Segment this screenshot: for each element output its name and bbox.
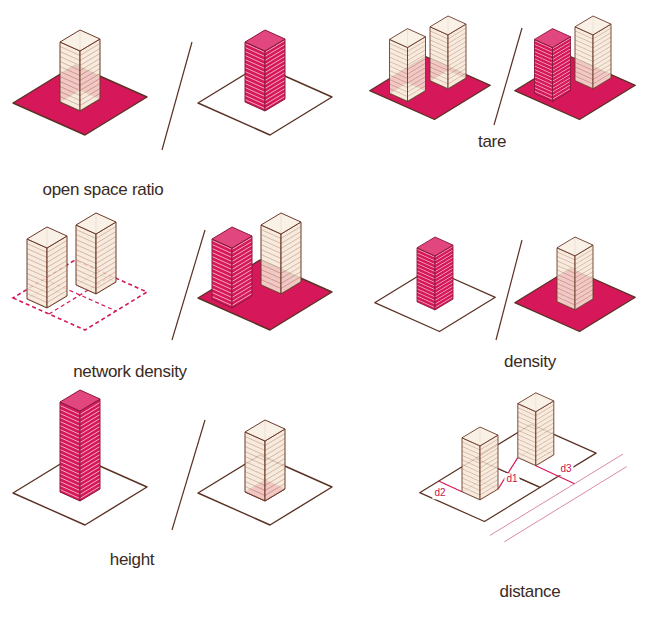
tare-scene xyxy=(370,16,491,120)
tower-group xyxy=(212,227,252,308)
divider-slash xyxy=(496,240,522,340)
tower xyxy=(245,420,285,501)
open-space-scene xyxy=(13,30,147,135)
network-scene xyxy=(198,213,332,330)
dimension-label: d3 xyxy=(558,463,573,475)
tower xyxy=(261,213,301,294)
tower xyxy=(417,237,453,310)
density-scene xyxy=(515,237,636,332)
tower xyxy=(462,427,498,500)
tower xyxy=(76,213,116,294)
dimension-label: d1 xyxy=(504,473,519,485)
tower xyxy=(60,30,100,111)
tower xyxy=(518,393,554,466)
open-space-scene xyxy=(198,30,332,135)
divider-slash xyxy=(172,420,205,530)
tower-group xyxy=(390,29,426,102)
height-scene xyxy=(13,390,147,525)
density-scene xyxy=(375,237,496,332)
tower xyxy=(390,29,426,102)
concept-caption: network density xyxy=(73,362,187,382)
divider-slash xyxy=(494,28,522,125)
tower-group xyxy=(27,227,67,308)
divider-slash xyxy=(172,230,205,340)
tower-group xyxy=(518,393,554,466)
tower xyxy=(27,227,67,308)
tower xyxy=(60,390,100,501)
concept-caption: tare xyxy=(478,132,506,152)
tower-group xyxy=(575,16,611,89)
tower xyxy=(430,16,466,89)
tower xyxy=(212,227,252,308)
concept-caption: open space ratio xyxy=(43,180,164,200)
tower-group xyxy=(430,16,466,89)
tower xyxy=(575,16,611,89)
concept-caption: distance xyxy=(500,582,561,602)
network-scene xyxy=(13,213,147,330)
tower xyxy=(245,30,285,111)
height-scene xyxy=(198,420,332,525)
concept-caption: height xyxy=(110,550,155,570)
tower xyxy=(557,237,593,310)
tower xyxy=(535,29,571,102)
distance-scene xyxy=(420,393,627,542)
tower-group xyxy=(535,29,571,102)
tare-scene xyxy=(515,16,636,120)
tower-group xyxy=(76,213,116,294)
tower-group xyxy=(261,213,301,294)
divider-slash xyxy=(162,42,192,150)
dimension-label: d2 xyxy=(432,487,447,499)
concept-caption: density xyxy=(504,352,556,372)
